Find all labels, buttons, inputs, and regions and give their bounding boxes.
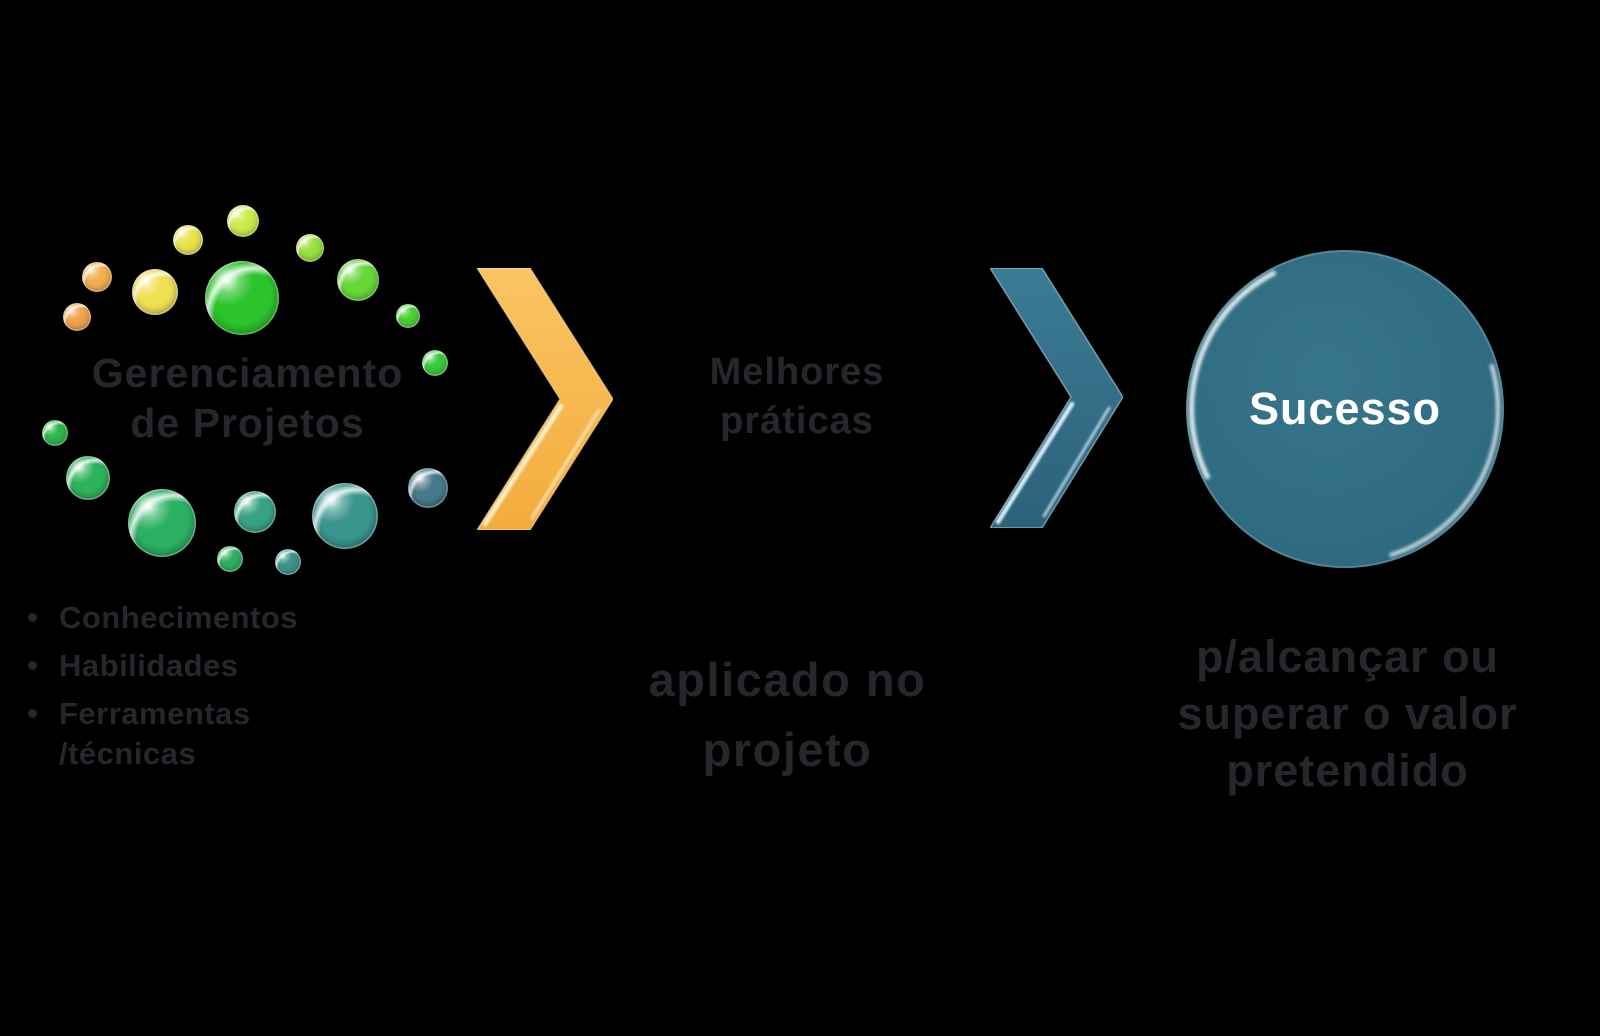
title-line: de Projetos [130,400,365,446]
project-management-label: Gerenciamento de Projetos [30,348,465,448]
list-item: Conhecimentos [28,598,304,638]
success-caption: p/alcançar ou superar o valor pretendido [1120,628,1575,799]
label-line: projeto [702,723,873,776]
pm-components-list: Conhecimentos Habilidades Ferramentas /t… [28,598,304,782]
bubble [275,549,301,575]
chevron-right-arrow-orange-icon [477,268,613,530]
caption-line: superar o valor [1177,688,1518,739]
list-item: Habilidades [28,646,304,686]
bubble [296,234,324,262]
caption-line: pretendido [1226,745,1469,796]
bullet-icon [28,709,37,718]
chevron-right-arrow-teal-icon [990,268,1123,528]
bubble [337,259,379,301]
label-line: aplicado no [648,653,927,706]
title-line: Gerenciamento [91,350,404,396]
success-node: Sucesso [1186,250,1504,568]
caption-line: p/alcançar ou [1195,631,1500,682]
best-practices-label: Melhores práticas [632,348,962,446]
list-item-label: Habilidades [59,648,239,683]
bubble [422,350,448,376]
bubble [217,546,243,572]
bubble [312,483,378,549]
bullet-icon [28,661,37,670]
bubble [63,303,91,331]
bubble [132,269,178,315]
bullet-icon [28,613,37,622]
bubble [205,261,279,335]
bubble [82,262,112,292]
bubble [408,468,448,508]
list-item-label: Ferramentas /técnicas [59,696,251,771]
label-line: práticas [720,400,874,442]
success-label: Sucesso [1248,383,1442,434]
bubble [173,225,203,255]
bubble [396,304,420,328]
applied-to-project-label: aplicado no projeto [570,645,1005,785]
bubble [66,456,110,500]
bubble [227,205,259,237]
list-item: Ferramentas /técnicas [28,694,304,774]
bubble [234,491,276,533]
bubble [128,489,196,557]
label-line: Melhores [709,351,885,393]
bubble [42,420,68,446]
list-item-label: Conhecimentos [59,600,299,635]
